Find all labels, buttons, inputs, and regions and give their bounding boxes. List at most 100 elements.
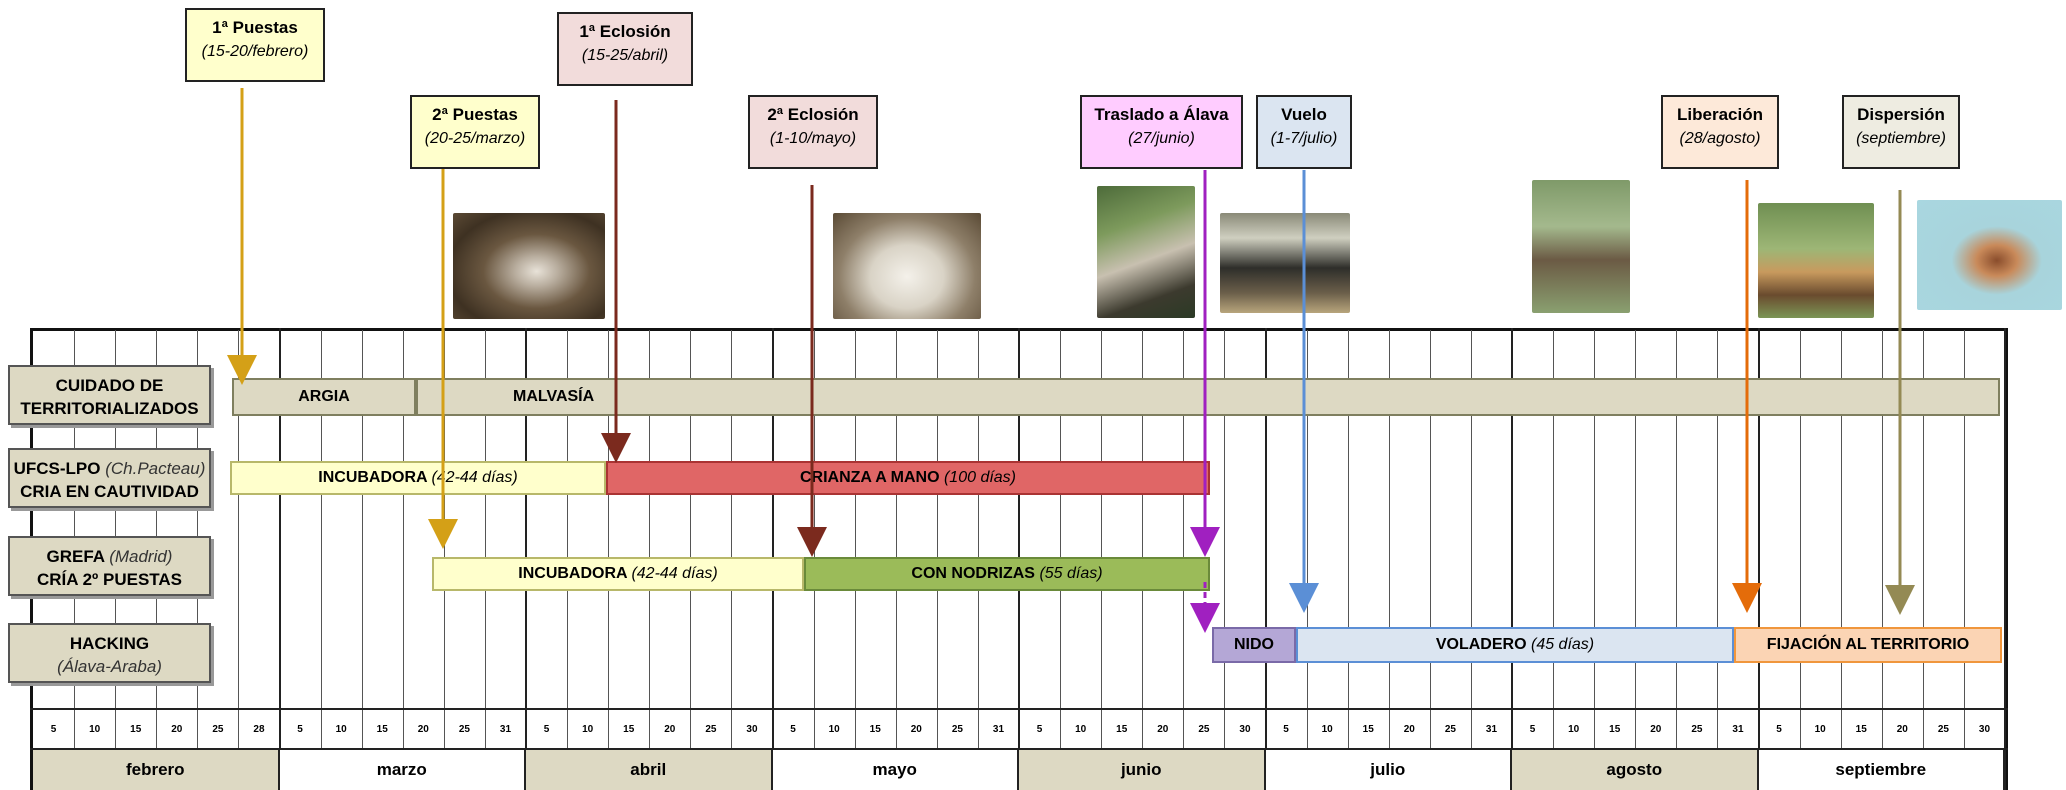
chicks-photo [833,213,981,319]
day-tick-label: 5 [297,724,303,735]
bar-voladero: VOLADERO (45 días) [1296,627,1734,663]
event-liberacion: Liberación (28/agosto) [1661,95,1779,169]
day-tick-label: 25 [212,724,224,735]
bar-fijacion: FIJACIÓN AL TERRITORIO [1734,627,2002,663]
bar-label: INCUBADORA [318,469,427,486]
event-date: (15-20/febrero) [201,43,309,60]
grid-line [1224,330,1226,750]
day-tick-label: 20 [1896,724,1908,735]
month-label: mayo [772,750,1019,790]
grid-line [1101,330,1103,750]
bar-label: FIJACIÓN AL TERRITORIO [1766,636,1970,653]
day-tick-label: 5 [1776,724,1782,735]
day-tick-label: 25 [1691,724,1703,735]
row-label-line2: TERRITORIALIZADOS [20,399,199,418]
month-label: junio [1019,750,1266,790]
grid-line [1388,330,1390,750]
day-tick-label: 20 [1157,724,1169,735]
grid-line [1922,330,1924,750]
day-tick-label: 20 [1403,724,1415,735]
bar-nodrizas: CON NODRIZAS (55 días) [804,557,1210,591]
row-label-hacking: HACKING (Álava-Araba) [8,623,211,683]
event-1a-puestas: 1ª Puestas (15-20/febrero) [185,8,325,82]
grid-line [690,330,692,750]
grid-line [731,330,733,750]
event-date: (28/agosto) [1679,130,1761,147]
month-separator [1757,328,1760,790]
grid-line [402,330,404,750]
grid-line [1594,330,1596,750]
day-tick-label: 10 [1814,724,1826,735]
day-tick-label: 10 [335,724,347,735]
flying-eagle-photo [1917,200,2062,310]
grid-line [484,330,486,750]
event-date: (1-7/julio) [1270,130,1338,147]
event-title: 1ª Eclosión [579,22,671,41]
month-label: julio [1265,750,1512,790]
grid-line [1183,330,1185,750]
day-tick-label: 5 [1529,724,1536,735]
day-tick-label: 15 [869,724,881,735]
hacking-box-photo [1220,213,1350,313]
row-label-line2: (Álava-Araba) [57,657,162,676]
grid-line [895,330,897,750]
grid-line [238,330,240,750]
row-label-line2: CRIA EN CAUTIVIDAD [20,482,199,501]
month-label: febrero [33,750,280,790]
day-tick-label: 20 [417,724,429,735]
month-label: marzo [279,750,526,790]
day-tick-label: 5 [50,724,57,735]
grid-line [608,330,610,750]
day-tick-label: 5 [1283,724,1289,735]
day-tick-label: 20 [664,724,676,735]
grid-line [567,330,569,750]
row-label-extra: (Ch.Pacteau) [105,459,206,478]
day-tick-label: 30 [1978,724,1991,735]
row-label-line1: GREFA [46,547,105,566]
grid-line [1635,330,1637,750]
event-traslado: Traslado a Álava (27/junio) [1080,95,1243,169]
event-date: (27/junio) [1128,130,1195,147]
row-label-territorializados: CUIDADO DE TERRITORIALIZADOS [8,365,211,425]
day-tick-label: 10 [1075,724,1087,735]
day-tick-label: 15 [1609,724,1621,735]
day-tick-label: 15 [1855,724,1867,735]
grid-line [1881,330,1883,750]
grid-line [649,330,651,750]
month-separator [1264,328,1267,790]
day-tick-label: 10 [1568,724,1580,735]
day-axis-line [30,708,2008,710]
day-tick-label: 31 [1485,724,1498,735]
bar-incubadora-2: INCUBADORA (42-44 días) [432,557,804,591]
day-tick-label: 20 [1650,724,1662,735]
perched-eagle-photo [1758,203,1874,318]
month-axis-line [30,748,2008,750]
day-tick-label: 30 [1239,724,1251,735]
day-tick-label: 10 [89,724,101,735]
day-tick-label: 20 [171,724,183,735]
day-tick-label: 25 [951,724,963,735]
eggs-in-nest-photo [453,213,605,319]
grid-line [1306,330,1308,750]
bar-note: (45 días) [1530,636,1595,653]
grid-line [977,330,979,750]
grid-line [1717,330,1719,750]
day-tick-label: 31 [499,724,512,735]
bar-nido: NIDO [1212,627,1296,663]
event-date: (20-25/marzo) [424,130,526,147]
day-tick-label: 15 [130,724,142,735]
day-tick-label: 5 [543,724,550,735]
event-title: 2ª Puestas [432,105,518,124]
day-tick-label: 5 [790,724,796,735]
grid-line [936,330,938,750]
grid-line [1429,330,1431,750]
juvenile-eagle-photo [1532,180,1630,313]
bar-label: CRIANZA A MANO [799,469,940,486]
day-tick-label: 30 [746,724,758,735]
grid-line [1676,330,1678,750]
event-2a-puestas: 2ª Puestas (20-25/marzo) [410,95,540,169]
bar-label: MALVASÍA [513,388,595,405]
